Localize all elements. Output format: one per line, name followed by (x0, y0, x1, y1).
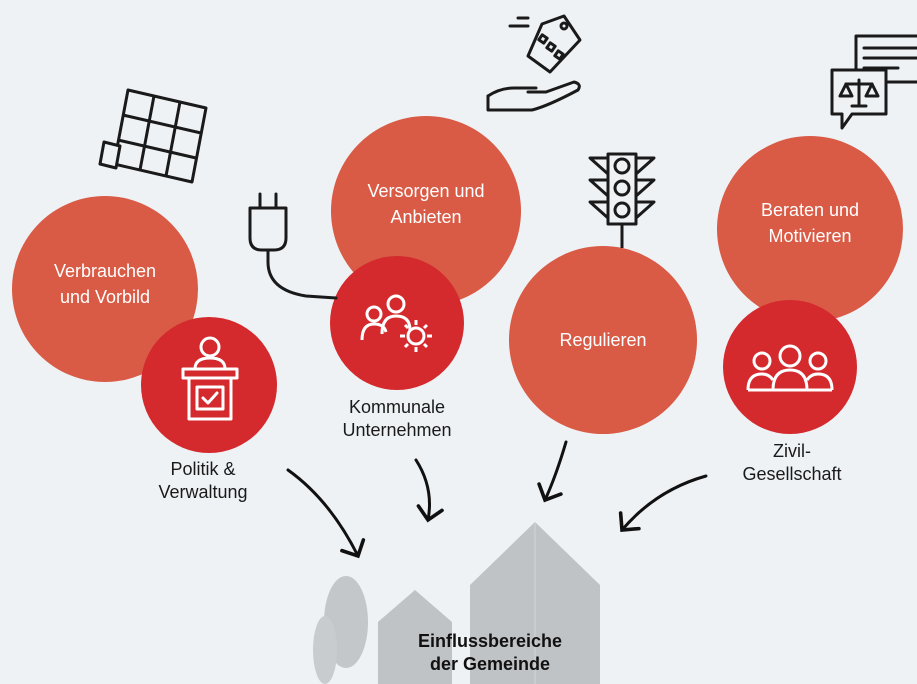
beraten-label: Beraten und Motivieren (760, 199, 860, 246)
plug-icon (248, 192, 338, 300)
versorgen-label: Versorgen und Anbieten (367, 180, 485, 227)
circle-politik (141, 317, 277, 453)
hand-price-tag-icon (486, 14, 582, 112)
circle-beraten: Beraten und Motivieren (717, 136, 903, 322)
zivil-label: Zivil- Gesellschaft (742, 441, 842, 485)
law-documents-icon (830, 34, 917, 130)
traffic-light-icon (588, 152, 656, 248)
regulieren-label: Regulieren (559, 329, 647, 350)
group-people-icon (746, 344, 834, 392)
politik-label: Politik & Verwaltung (158, 459, 248, 503)
podium-vote-icon (181, 336, 239, 421)
arrow-kommunale (414, 458, 444, 523)
circle-zivil (723, 300, 857, 434)
solar-panel-icon (98, 88, 208, 184)
circle-regulieren: Regulieren (509, 246, 697, 434)
arrow-zivil (618, 474, 708, 532)
arrow-politik (286, 468, 366, 559)
arrow-regulieren (537, 440, 568, 503)
circle-verbrauchen: Verbrauchen und Vorbild (12, 196, 198, 382)
people-gear-icon (360, 294, 432, 352)
circle-kommunale (330, 256, 464, 390)
kommunale-label: Kommunale Unternehmen (342, 397, 452, 441)
center-title: Einflussbereiche der Gemeinde (417, 631, 563, 675)
verbrauchen-label: Verbrauchen und Vorbild (53, 260, 157, 307)
